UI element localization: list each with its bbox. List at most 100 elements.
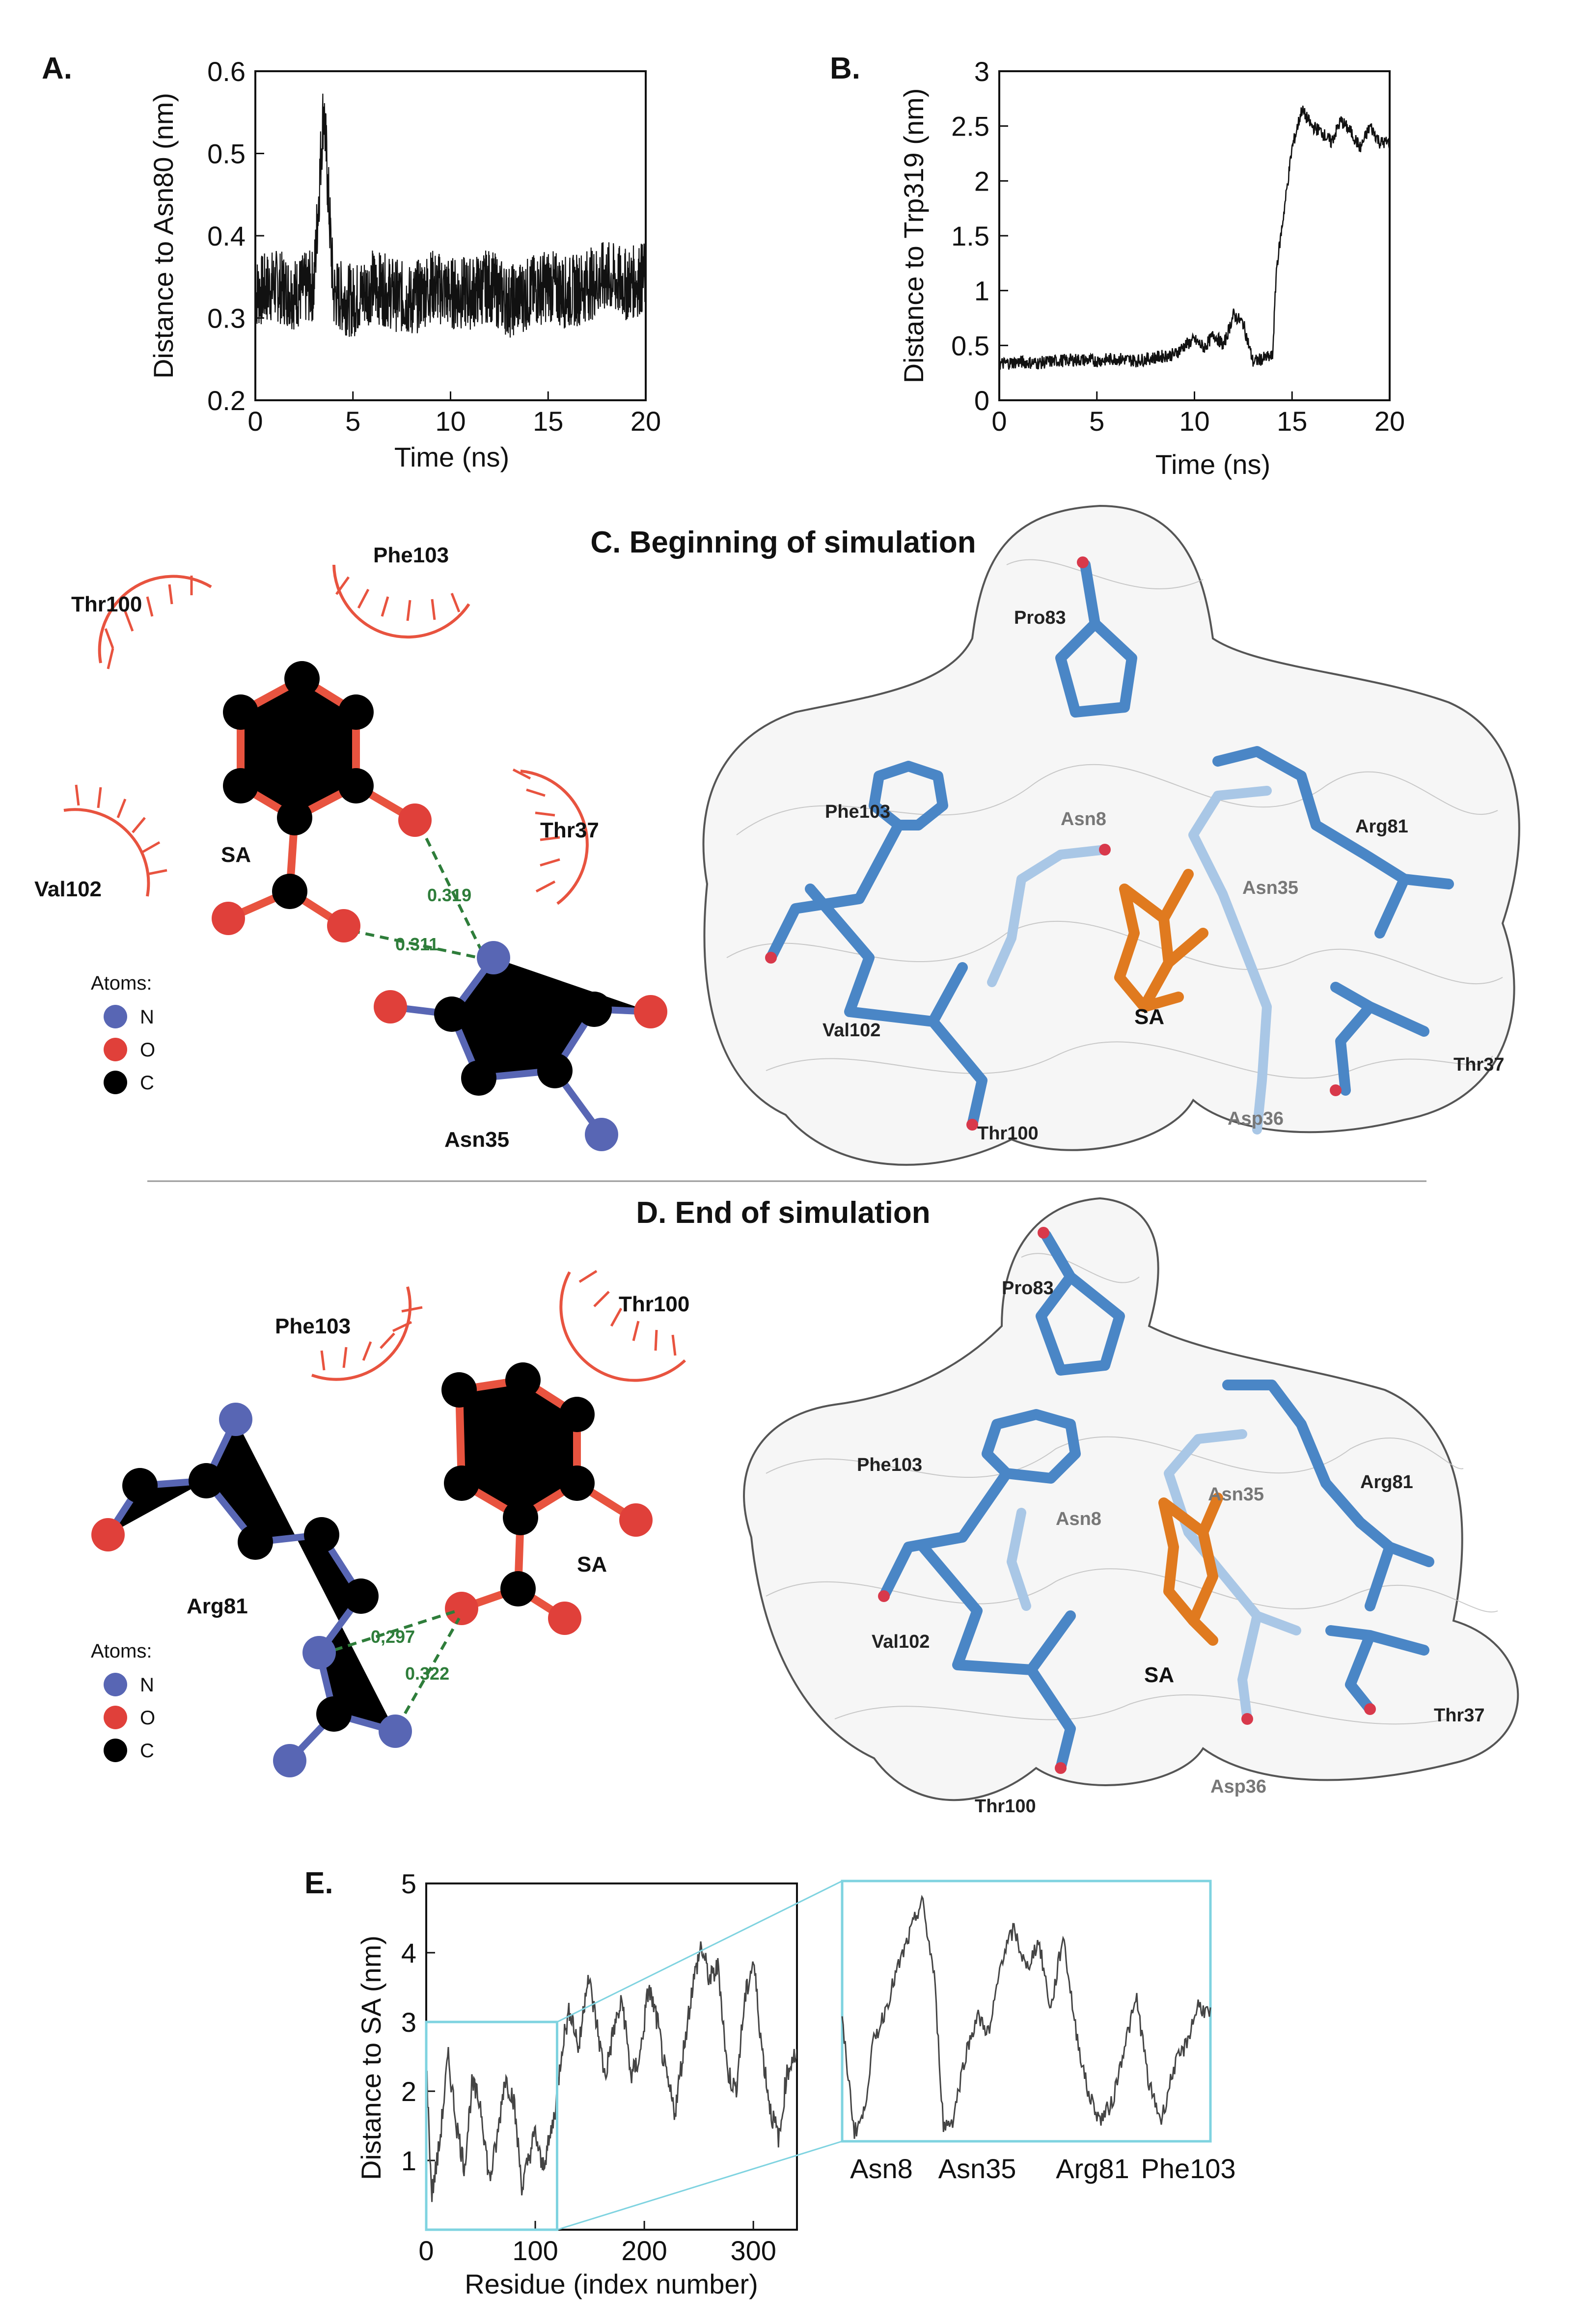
panel-b-ylabel: Distance to Trp319 (nm)	[898, 88, 929, 384]
d-legend-o-swatch	[104, 1706, 127, 1729]
x-tick-label: 10	[435, 406, 466, 437]
c-legend-n-swatch	[104, 1005, 127, 1028]
d-val102-thr100-stick	[918, 1542, 1076, 1773]
y-tick-label: 4	[401, 1937, 416, 1968]
panel-d: D. End of simulation	[91, 1196, 1519, 1817]
panel-c-legend: Atoms: N O C	[91, 972, 155, 1094]
arc-val102	[63, 808, 150, 897]
c-hbond-1: 0.319	[427, 885, 471, 905]
y-tick-label: 2	[401, 2076, 416, 2107]
d-legend-o: O	[140, 1707, 155, 1729]
panel-c: C. Beginning of simulation	[34, 504, 1520, 1166]
panel-c-title: C. Beginning of simulation	[590, 526, 976, 559]
y-tick-label: 0.4	[207, 221, 246, 251]
d-asn35-asp36-stick	[1164, 1429, 1301, 1724]
c3d-asp36: Asp36	[1228, 1108, 1284, 1129]
d-sa-stick	[1158, 1493, 1223, 1646]
d-surface	[743, 1197, 1519, 1801]
c-legend-o: O	[140, 1039, 155, 1061]
c-arg81-stick	[1212, 746, 1454, 939]
x-tick-label: 20	[631, 406, 661, 437]
y-tick-label: 0.3	[207, 303, 246, 334]
x-tick-label: 200	[621, 2235, 667, 2266]
d-legend-c: C	[140, 1740, 154, 1762]
d-arg81-stick	[1222, 1380, 1434, 1611]
d-label-phe103: Phe103	[275, 1314, 351, 1338]
c3d-val102: Val102	[822, 1020, 880, 1041]
arc-thr100	[98, 575, 212, 664]
y-tick-label: 0	[974, 385, 989, 416]
c-label-thr100: Thr100	[71, 592, 142, 616]
panel-d-sa-ligand	[441, 1362, 653, 1635]
y-tick-label: 3	[974, 56, 989, 87]
x-tick-label: 20	[1374, 406, 1405, 437]
arc-thr37	[520, 770, 589, 905]
x-tick-label: 5	[1089, 406, 1104, 437]
d-thr37-stick	[1325, 1625, 1429, 1715]
d-legend-n: N	[140, 1674, 154, 1696]
c-asn8-stick	[987, 845, 1110, 987]
d3d-asn35: Asn35	[1208, 1484, 1264, 1505]
inset-residue-label: Asn8	[850, 2153, 913, 2184]
c-label-thr37: Thr37	[540, 818, 599, 842]
y-tick-label: 0.6	[207, 56, 246, 87]
d3d-pro83: Pro83	[1002, 1278, 1054, 1299]
d-label-sa: SA	[577, 1552, 607, 1577]
d3d-val102: Val102	[872, 1632, 930, 1652]
panel-c-3d-view: Pro83 Phe103 Asn8 Arg81 Asn35 SA Val102 …	[702, 504, 1520, 1166]
x-tick-label: 0	[991, 406, 1007, 437]
d-arc-thr100	[559, 1271, 686, 1382]
panel-d-arg81	[91, 1403, 461, 1777]
d-hbond-1: 0,297	[371, 1627, 415, 1647]
c-val102-thr100-stick	[805, 884, 987, 1130]
y-tick-label: 2	[974, 166, 989, 196]
c-legend-o-swatch	[104, 1038, 127, 1061]
d-asn8-stick	[1007, 1508, 1031, 1611]
c3d-arg81: Arg81	[1355, 816, 1408, 837]
panel-a-label: A.	[42, 52, 72, 85]
panel-e-zoom-region	[425, 2020, 558, 2231]
c3d-thr100: Thr100	[977, 1123, 1039, 1144]
inset-residue-label: Phe103	[1141, 2153, 1235, 2184]
c3d-asn8: Asn8	[1061, 809, 1106, 830]
x-tick-label: 0	[418, 2235, 434, 2266]
d-hbond-2: 0.322	[405, 1663, 449, 1684]
c-surface	[702, 504, 1520, 1166]
panel-e-label: E.	[304, 1866, 333, 1900]
panel-d-title: D. End of simulation	[636, 1196, 930, 1230]
panel-a-xlabel: Time (ns)	[394, 442, 509, 472]
c3d-asn35: Asn35	[1242, 878, 1298, 898]
panel-c-hydrophobic-arcs	[63, 564, 589, 905]
inset-residue-label: Arg81	[1056, 2153, 1129, 2184]
x-tick-label: 5	[345, 406, 360, 437]
c-legend-title: Atoms:	[91, 972, 152, 994]
panel-e-inset-line	[841, 1895, 1211, 2139]
panel-d-hydrophobic-arcs	[311, 1271, 686, 1382]
d-legend-title: Atoms:	[91, 1640, 152, 1662]
d3d-asn8: Asn8	[1056, 1509, 1101, 1529]
x-tick-label: 15	[533, 406, 563, 437]
c-legend-c-swatch	[104, 1071, 127, 1094]
panel-e-frame	[425, 1882, 798, 2231]
y-tick-label: 1	[974, 276, 989, 306]
d-legend-c-swatch	[104, 1739, 127, 1762]
panel-c-sa-ligand	[212, 661, 485, 959]
panel-e-ylabel: Distance to SA (nm)	[356, 1936, 386, 2180]
x-tick-label: 15	[1277, 406, 1307, 437]
c3d-thr37: Thr37	[1453, 1054, 1504, 1075]
y-tick-label: 0.5	[951, 330, 989, 361]
panel-a-frame	[254, 70, 647, 401]
c-label-sa: SA	[221, 843, 251, 867]
y-tick-label: 0.2	[207, 385, 246, 416]
y-tick-label: 1	[401, 2145, 416, 2176]
d-label-thr100: Thr100	[619, 1292, 689, 1316]
c-label-val102: Val102	[34, 877, 102, 901]
x-tick-label: 10	[1179, 406, 1209, 437]
